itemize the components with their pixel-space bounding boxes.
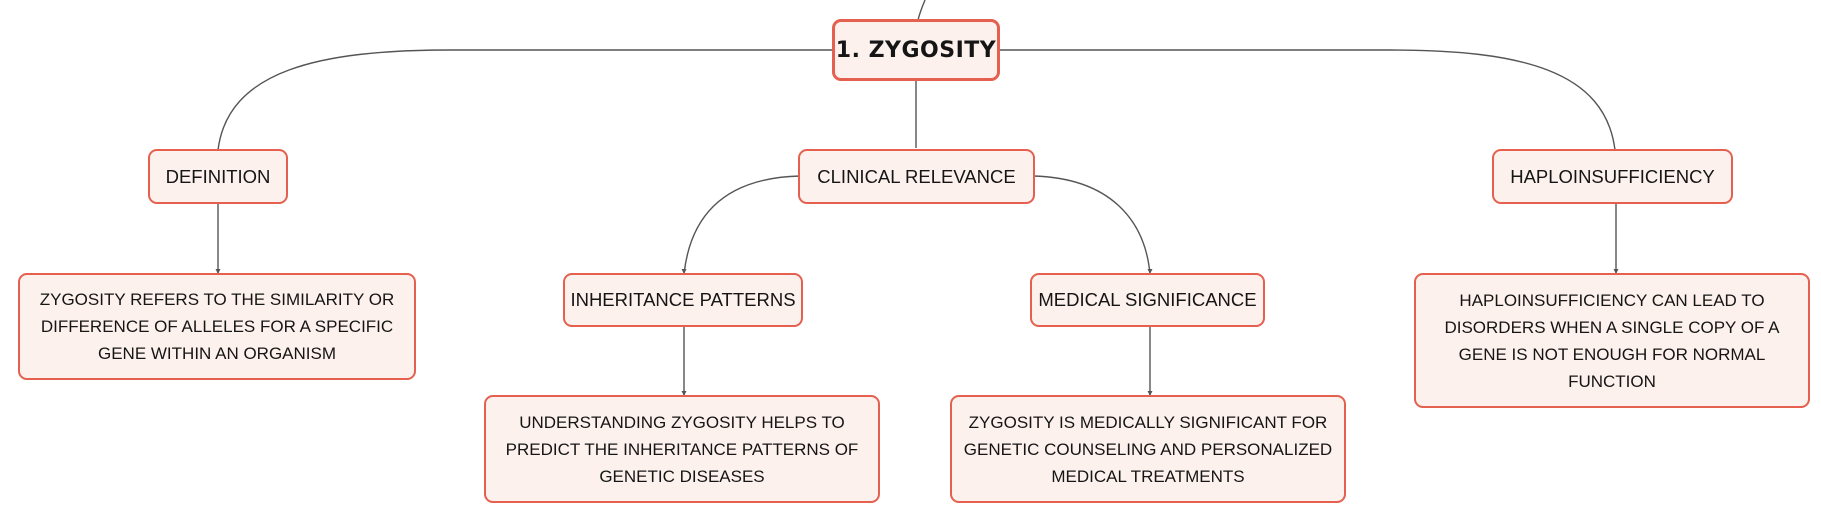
connector-clinical-to-inheritance [683, 175, 801, 275]
node-medical-significance-label: MEDICAL SIGNIFICANCE [1038, 289, 1257, 310]
arrowhead-medical-detail [1147, 391, 1153, 396]
node-definition-detail[interactable]: ZYGOSITY REFERS TO THE SIMILARITY OR DIF… [18, 273, 416, 380]
node-medical-significance-detail[interactable]: ZYGOSITY IS MEDICALLY SIGNIFICANT FOR GE… [950, 395, 1346, 503]
node-inheritance-patterns[interactable]: INHERITANCE PATTERNS [563, 273, 803, 327]
connector-root-to-haploinsufficiency [998, 49, 1616, 151]
connector-parent-to-root [917, 0, 926, 21]
arrowhead-haplo-detail [1613, 269, 1619, 274]
node-haploinsufficiency-label: HAPLOINSUFFICIENCY [1510, 165, 1715, 187]
node-inheritance-patterns-label: INHERITANCE PATTERNS [570, 289, 796, 310]
node-definition-detail-text: ZYGOSITY REFERS TO THE SIMILARITY OR DIF… [39, 290, 395, 363]
node-inheritance-patterns-detail-text: UNDERSTANDING ZYGOSITY HELPS TO PREDICT … [505, 412, 859, 486]
root-node-label: 1. ZYGOSITY [835, 37, 997, 63]
node-definition-label: DEFINITION [165, 165, 271, 187]
node-inheritance-patterns-detail[interactable]: UNDERSTANDING ZYGOSITY HELPS TO PREDICT … [484, 395, 880, 503]
root-node-zygosity[interactable]: 1. ZYGOSITY [832, 19, 1000, 81]
node-medical-significance-detail-text: ZYGOSITY IS MEDICALLY SIGNIFICANT FOR GE… [963, 412, 1333, 486]
connector-root-to-definition [217, 49, 838, 151]
arrowhead-medical [1147, 269, 1153, 274]
arrowhead-inheritance [681, 269, 687, 274]
node-medical-significance[interactable]: MEDICAL SIGNIFICANCE [1030, 273, 1265, 327]
node-haploinsufficiency[interactable]: HAPLOINSUFFICIENCY [1492, 149, 1733, 204]
node-haploinsufficiency-detail-text: HAPLOINSUFFICIENCY CAN LEAD TO DISORDERS… [1444, 290, 1780, 391]
node-definition[interactable]: DEFINITION [148, 149, 288, 204]
node-clinical-relevance[interactable]: CLINICAL RELEVANCE [798, 149, 1035, 204]
node-haploinsufficiency-detail[interactable]: HAPLOINSUFFICIENCY CAN LEAD TO DISORDERS… [1414, 273, 1810, 408]
arrowhead-definition-detail [215, 269, 221, 274]
arrowhead-inheritance-detail [681, 391, 687, 396]
connector-clinical-to-medical [1032, 175, 1151, 275]
node-clinical-relevance-label: CLINICAL RELEVANCE [817, 165, 1016, 187]
